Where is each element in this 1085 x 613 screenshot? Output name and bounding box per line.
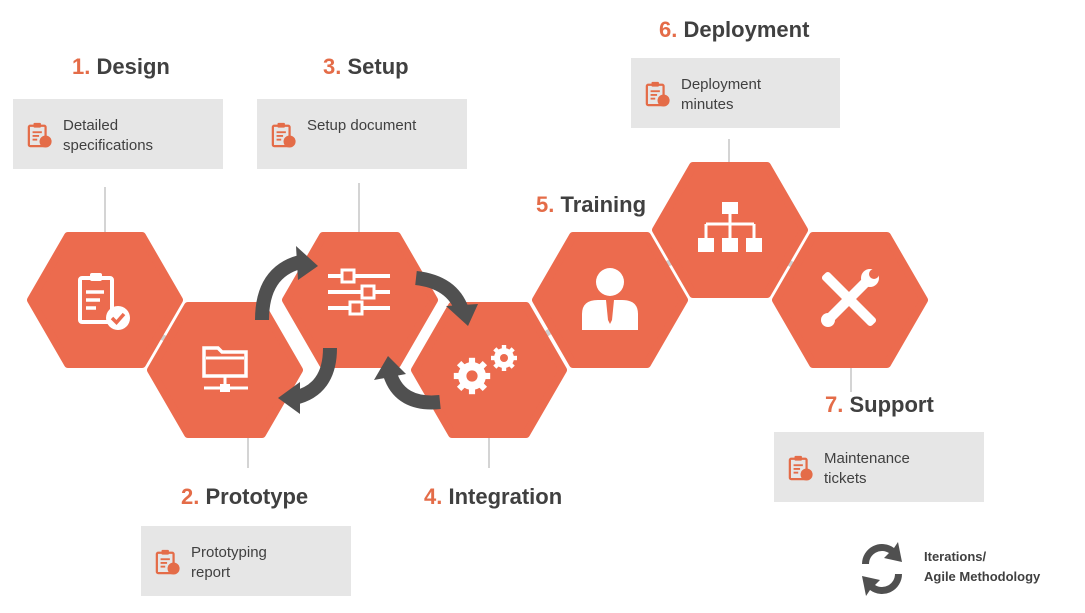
tools-icon: [821, 269, 879, 327]
clipboard-check-icon: [788, 454, 814, 482]
step-7-deliverable: Maintenance tickets: [774, 432, 984, 502]
step-number: 6.: [659, 17, 678, 42]
step-title: Support: [849, 392, 934, 417]
step-number: 3.: [323, 54, 342, 79]
step-title: Training: [560, 192, 647, 217]
iteration-arrow: [383, 371, 441, 410]
step-1-deliverable: Detailed specifications: [13, 99, 223, 169]
gears-icon: [453, 345, 517, 395]
deliverable-text: Deployment minutes: [681, 76, 762, 113]
clipboard-check-icon: [645, 80, 671, 108]
step-title: Prototype: [205, 484, 309, 509]
step-6-deliverable: Deployment minutes: [631, 58, 840, 128]
deliverable-text: Prototyping report: [191, 544, 267, 581]
step-3-hexagon: [282, 232, 438, 368]
cycle-arrows-icon: [862, 542, 902, 596]
iteration-arrow-head: [446, 304, 478, 326]
sliders-icon: [328, 268, 390, 316]
iteration-arrow-head: [278, 382, 300, 414]
clipboard-check-icon: [27, 121, 53, 149]
iteration-arrow: [292, 347, 337, 405]
org-chart-icon: [698, 202, 762, 252]
step-4-hexagon: [411, 302, 567, 438]
step-1-hexagon: [27, 232, 183, 368]
deliverable-text: Maintenance tickets: [824, 450, 910, 487]
step-number: 4.: [424, 484, 443, 509]
step-5-title: 5. Training: [536, 192, 646, 218]
step-6-title: 6. Deployment: [659, 17, 809, 43]
iteration-arrow: [255, 255, 303, 321]
clipboard-check-icon: [271, 121, 297, 149]
step-3-deliverable: Setup document: [257, 99, 467, 169]
clipboard-check-icon: [78, 273, 130, 330]
step-number: 7.: [825, 392, 844, 417]
step-title: Setup: [347, 54, 409, 79]
step-3-title: 3. Setup: [323, 54, 409, 80]
step-2-hexagon: [147, 302, 303, 438]
deliverable-text: Setup document: [307, 117, 417, 134]
step-title: Design: [96, 54, 170, 79]
step-2-title: 2. Prototype: [181, 484, 308, 510]
step-2-deliverable: Prototyping report: [141, 526, 351, 596]
step-title: Integration: [448, 484, 563, 509]
step-number: 5.: [536, 192, 555, 217]
folder-network-icon: [202, 346, 248, 392]
legend-label: Iterations/ Agile Methodology: [924, 549, 1041, 584]
step-1-title: 1. Design: [72, 54, 170, 80]
clipboard-check-icon: [155, 548, 181, 576]
step-title: Deployment: [683, 17, 810, 42]
user-icon: [582, 268, 638, 330]
iteration-arrow-head: [296, 246, 318, 280]
step-4-title: 4. Integration: [424, 484, 562, 510]
iteration-arrow-head: [374, 356, 406, 380]
deliverable-text: Detailed specifications: [63, 117, 154, 154]
step-number: 1.: [72, 54, 91, 79]
step-number: 2.: [181, 484, 200, 509]
step-7-title: 7. Support: [825, 392, 934, 418]
